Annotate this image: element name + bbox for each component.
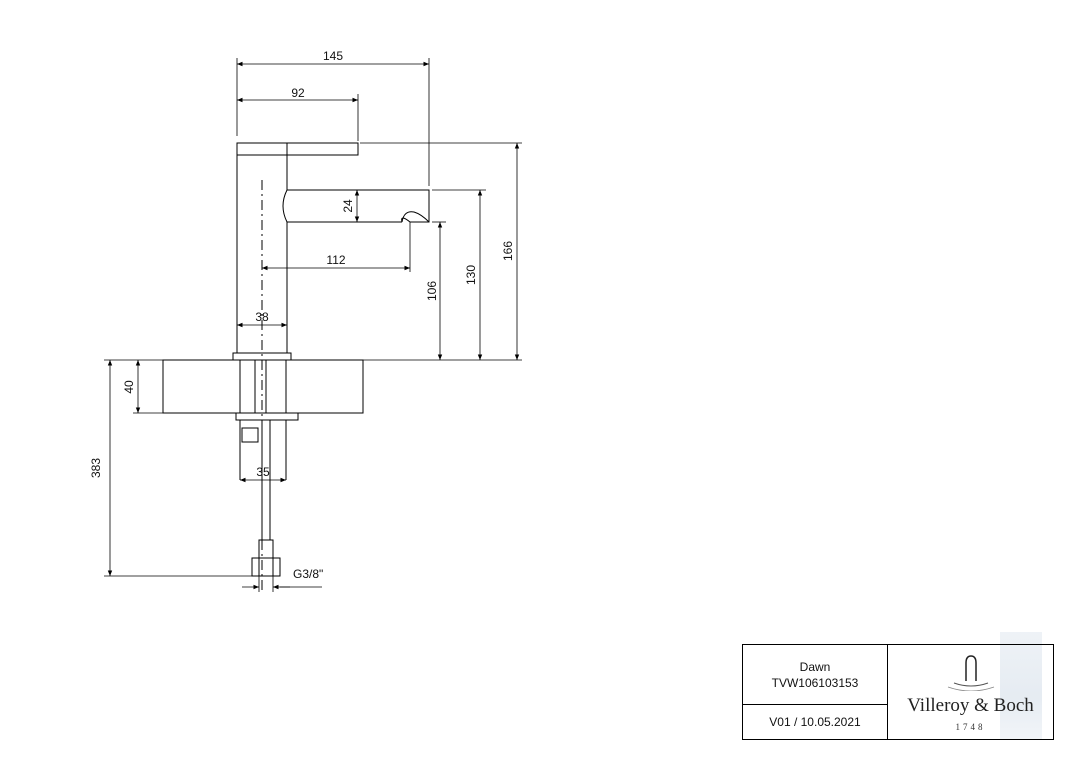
dim-383: 383 (89, 458, 103, 478)
faucet-outline (162, 142, 430, 590)
hose-connector (251, 557, 281, 577)
watermark-strip (1000, 632, 1042, 740)
version-cell: V01 / 10.05.2021 (743, 705, 887, 739)
lock-nut (235, 412, 299, 421)
brand-logo: Villeroy & Boch 1748 (888, 645, 1053, 739)
dim-24: 24 (341, 199, 355, 213)
faucet-logo-icon (947, 655, 995, 691)
lever-handle (236, 142, 359, 156)
product-cell: Dawn TVW106103153 (743, 645, 887, 705)
dim-40: 40 (122, 380, 136, 394)
dim-35: 35 (256, 465, 270, 479)
dim-130: 130 (464, 265, 478, 285)
product-name: Dawn (799, 659, 831, 674)
brand-name: Villeroy & Boch (907, 695, 1034, 716)
title-block-info: Dawn TVW106103153 V01 / 10.05.2021 (743, 645, 888, 739)
dim-112: 112 (326, 253, 345, 267)
dim-92: 92 (291, 86, 305, 100)
brand-year: 1748 (955, 722, 986, 732)
dim-106: 106 (425, 281, 439, 301)
deck-section (162, 359, 364, 414)
dim-166: 166 (501, 241, 515, 261)
dimension-labels: 145 92 24 112 38 106 130 166 40 383 35 G… (89, 49, 515, 581)
dim-38: 38 (255, 310, 269, 324)
dimension-lines (104, 58, 522, 592)
article-number: TVW106103153 (771, 675, 859, 690)
fitting (241, 427, 259, 443)
version-date: V01 / 10.05.2021 (769, 715, 861, 729)
title-block: Dawn TVW106103153 V01 / 10.05.2021 Ville… (742, 644, 1054, 740)
dim-145: 145 (323, 49, 343, 63)
dim-g38: G3/8" (293, 567, 323, 581)
